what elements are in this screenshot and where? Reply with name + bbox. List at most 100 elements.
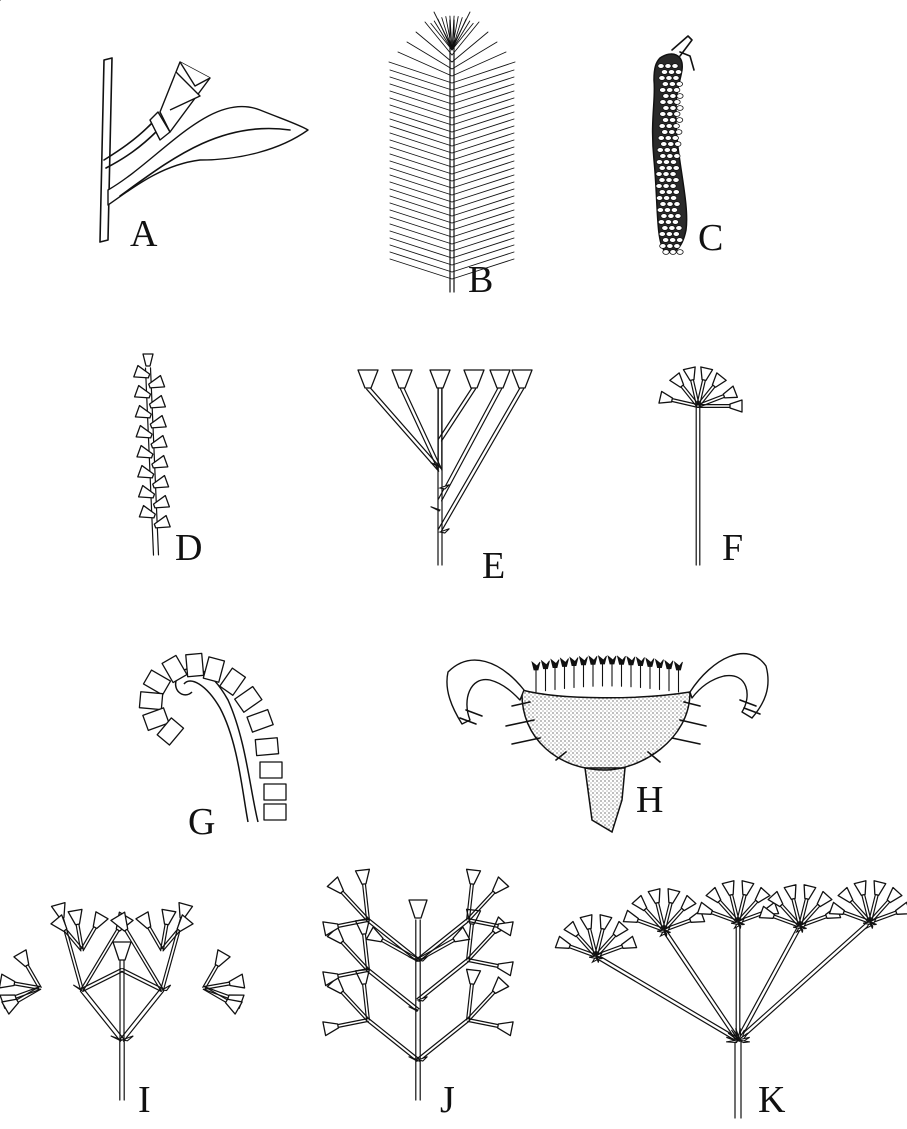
drawing-stroke — [657, 930, 664, 932]
drawing-stroke — [670, 184, 676, 189]
panel-j-panicle-icon — [323, 869, 513, 1100]
drawing-stroke — [664, 208, 670, 213]
flower-mark — [68, 909, 82, 924]
drawing-stroke — [736, 925, 798, 1039]
flower-mark — [143, 354, 153, 366]
flower-mark — [600, 915, 612, 930]
panel-f-label: F — [722, 527, 743, 569]
drawing-stroke — [599, 656, 607, 664]
flower-mark — [143, 670, 170, 695]
drawing-stroke — [667, 202, 673, 207]
drawing-stroke — [677, 94, 683, 99]
drawing-stroke — [656, 660, 664, 668]
flower-mark — [670, 373, 684, 387]
panel-b-spike-icon — [389, 12, 515, 292]
flower-mark — [804, 885, 816, 900]
drawing-stroke — [419, 961, 469, 1001]
drawing-stroke — [657, 148, 663, 153]
drawing-stroke — [662, 82, 668, 87]
drawing-stroke — [666, 166, 672, 171]
drawing-stroke — [665, 929, 739, 1039]
drawing-stroke — [419, 1021, 469, 1061]
drawing-stroke — [367, 1021, 417, 1061]
drawing-stroke — [674, 244, 680, 249]
drawing-stroke — [658, 220, 664, 225]
flower-mark — [838, 888, 853, 903]
flower-mark — [668, 889, 680, 904]
drawing-stroke — [597, 954, 739, 1038]
flower-mark — [138, 466, 154, 478]
flower-mark — [490, 370, 510, 388]
drawing-stroke — [663, 250, 669, 255]
drawing-stroke — [585, 768, 625, 832]
drawing-stroke — [468, 1019, 498, 1025]
drawing-stroke — [673, 88, 679, 93]
drawing-stroke — [561, 658, 569, 666]
panel-k-label: K — [758, 1079, 786, 1121]
drawing-stroke — [646, 658, 654, 666]
drawing-stroke — [84, 989, 124, 1039]
panel-c-label: C — [698, 217, 723, 259]
drawing-stroke — [659, 178, 665, 183]
flower-mark — [467, 969, 481, 984]
drawing-stroke — [595, 958, 737, 1042]
drawing-stroke — [665, 661, 673, 669]
drawing-stroke — [731, 922, 738, 924]
drawing-stroke — [863, 922, 870, 924]
drawing-stroke — [469, 993, 495, 1021]
flower-mark — [712, 373, 726, 387]
drawing-stroke — [627, 657, 635, 665]
drawing-stroke — [659, 232, 665, 237]
flower-mark — [366, 927, 383, 942]
flower-mark — [430, 370, 450, 388]
drawing-stroke — [666, 190, 672, 195]
flower-mark — [93, 912, 108, 929]
drawing-stroke — [670, 160, 676, 165]
flower-mark — [220, 668, 246, 695]
drawing-stroke — [737, 921, 869, 1039]
drawing-stroke — [203, 965, 216, 988]
drawing-stroke — [661, 214, 667, 219]
drawing-stroke — [656, 160, 662, 165]
drawing-stroke — [793, 926, 800, 928]
drawing-stroke — [80, 991, 120, 1041]
flower-mark — [134, 366, 150, 378]
flower-mark — [260, 762, 282, 778]
drawing-stroke — [659, 88, 665, 93]
drawing-stroke — [637, 658, 645, 666]
drawing-stroke — [668, 70, 674, 75]
drawing-stroke — [671, 148, 677, 153]
drawing-stroke — [341, 943, 367, 971]
drawing-stroke — [670, 94, 676, 99]
flower-mark — [453, 927, 470, 942]
flower-mark — [784, 885, 796, 900]
flower-mark — [215, 950, 230, 967]
flower-mark — [854, 881, 866, 896]
drawing-stroke — [740, 927, 802, 1041]
drawing-stroke — [438, 387, 520, 529]
drawing-stroke — [419, 941, 455, 961]
drawing-stroke — [656, 184, 662, 189]
drawing-stroke — [670, 172, 676, 177]
drawing-stroke — [589, 956, 596, 958]
flower-mark — [162, 909, 176, 924]
drawing-stroke — [675, 662, 683, 670]
drawing-stroke — [400, 389, 438, 471]
drawing-stroke — [660, 244, 666, 249]
drawing-stroke — [674, 202, 680, 207]
drawing-stroke — [338, 1021, 368, 1027]
drawing-stroke — [662, 226, 668, 231]
drawing-stroke — [522, 690, 690, 770]
drawing-stroke — [666, 232, 672, 237]
drawing-stroke — [666, 178, 672, 183]
flower-mark — [697, 902, 712, 914]
flower-mark — [136, 426, 152, 438]
flower-mark — [135, 386, 151, 398]
drawing-stroke — [404, 387, 442, 469]
flower-mark — [648, 889, 660, 904]
flower-mark — [622, 936, 637, 948]
drawing-stroke — [673, 232, 679, 237]
drawing-stroke — [656, 172, 662, 177]
panel-c-catkin-icon — [653, 36, 694, 254]
drawing-stroke — [669, 238, 675, 243]
